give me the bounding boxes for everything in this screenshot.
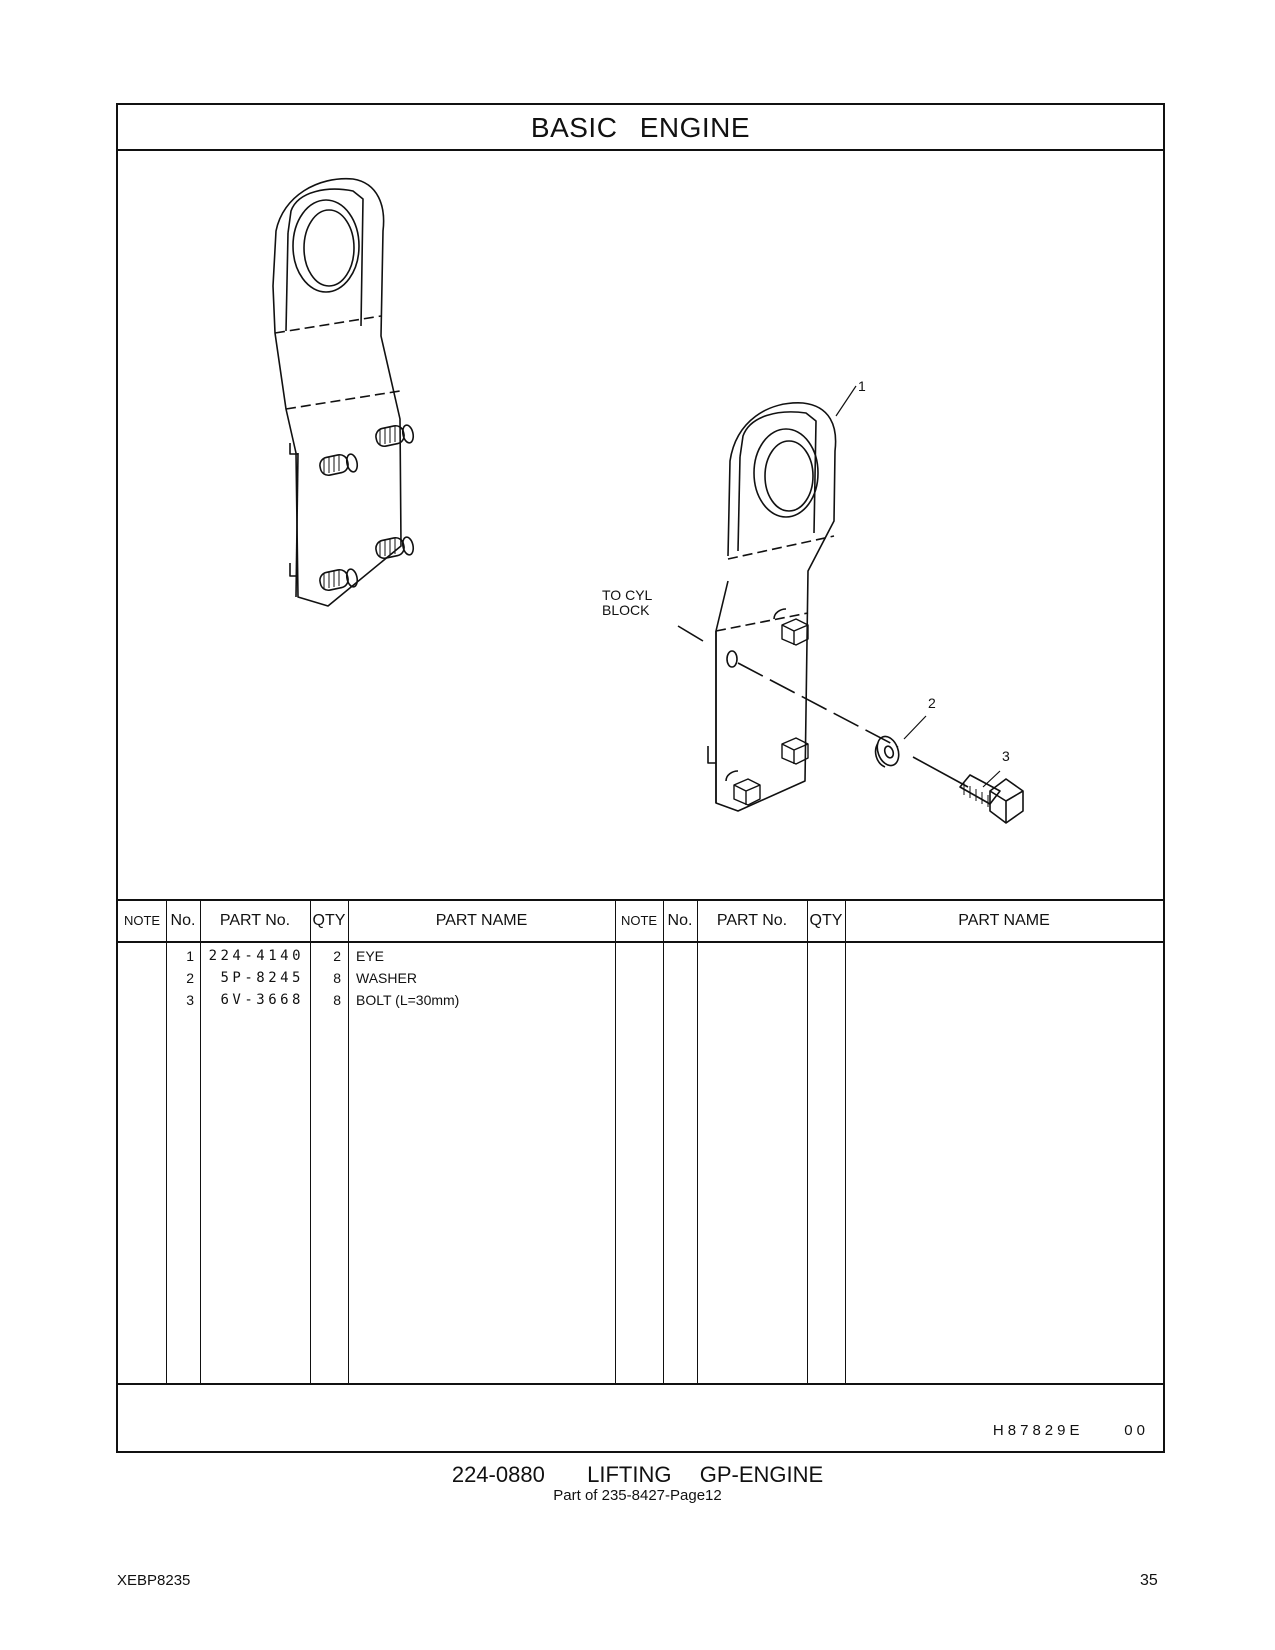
callout-3: 3: [1002, 748, 1010, 764]
table-row: 1 224-4140 2 EYE: [118, 945, 1163, 967]
row-part-name: EYE: [356, 948, 385, 964]
callout-1: 1: [858, 378, 866, 394]
parts-table-header: NOTE No. PART No. QTY PART NAME NOTE No.…: [118, 899, 1163, 943]
group-subtitle: Part of 235-8427-Page12: [553, 1487, 722, 1504]
row-part-name: WASHER: [356, 970, 417, 986]
section-title: BASIC ENGINE: [118, 105, 1163, 151]
header-part-no-left: PART No.: [219, 912, 291, 929]
header-qty-left: QTY: [312, 912, 346, 929]
row-no: 3: [186, 992, 194, 1008]
header-note-left: NOTE: [123, 913, 161, 928]
row-qty: 8: [333, 992, 341, 1008]
table-row: 3 6V-3668 8 BOLT (L=30mm): [118, 989, 1163, 1011]
document-id: XEBP8235: [117, 1572, 191, 1589]
row-part-name: BOLT (L=30mm): [356, 992, 460, 1008]
callout-2: 2: [928, 695, 936, 711]
row-part-no: 224-4140: [208, 948, 304, 964]
to-cyl-label-line2: BLOCK: [602, 602, 650, 618]
group-title: 224-0880 LIFTING GP-ENGINE: [451, 1462, 824, 1487]
header-qty-right: QTY: [809, 912, 843, 929]
to-cyl-block-label: TO CYL BLOCK: [602, 588, 652, 618]
parts-frame: BASIC ENGINE: [116, 103, 1165, 1453]
drawing-number: H87829E 00: [992, 1422, 1149, 1439]
header-part-name-right: PART NAME: [958, 912, 1050, 929]
header-no-right: No.: [667, 912, 693, 929]
header-note-right: NOTE: [620, 913, 658, 928]
header-part-name-left: PART NAME: [435, 912, 528, 929]
row-no: 1: [186, 948, 194, 964]
lifting-eye-illustration: [272, 177, 1024, 824]
page-number: 35: [1140, 1572, 1158, 1589]
row-part-no: 6V-3668: [220, 992, 304, 1008]
to-cyl-label-line1: TO CYL: [602, 587, 653, 603]
header-no-left: No.: [170, 912, 196, 929]
row-qty: 8: [333, 970, 341, 986]
row-no: 2: [186, 970, 194, 986]
parts-table-body: 1 224-4140 2 EYE 2 5P-8245 8 WASHER 3 6V…: [118, 943, 1163, 1385]
exploded-drawing: TO CYL BLOCK 1 2 3: [118, 151, 1163, 899]
table-row: 2 5P-8245 8 WASHER: [118, 967, 1163, 989]
row-qty: 2: [333, 948, 341, 964]
row-part-no: 5P-8245: [220, 970, 304, 986]
header-part-no-right: PART No.: [716, 912, 788, 929]
